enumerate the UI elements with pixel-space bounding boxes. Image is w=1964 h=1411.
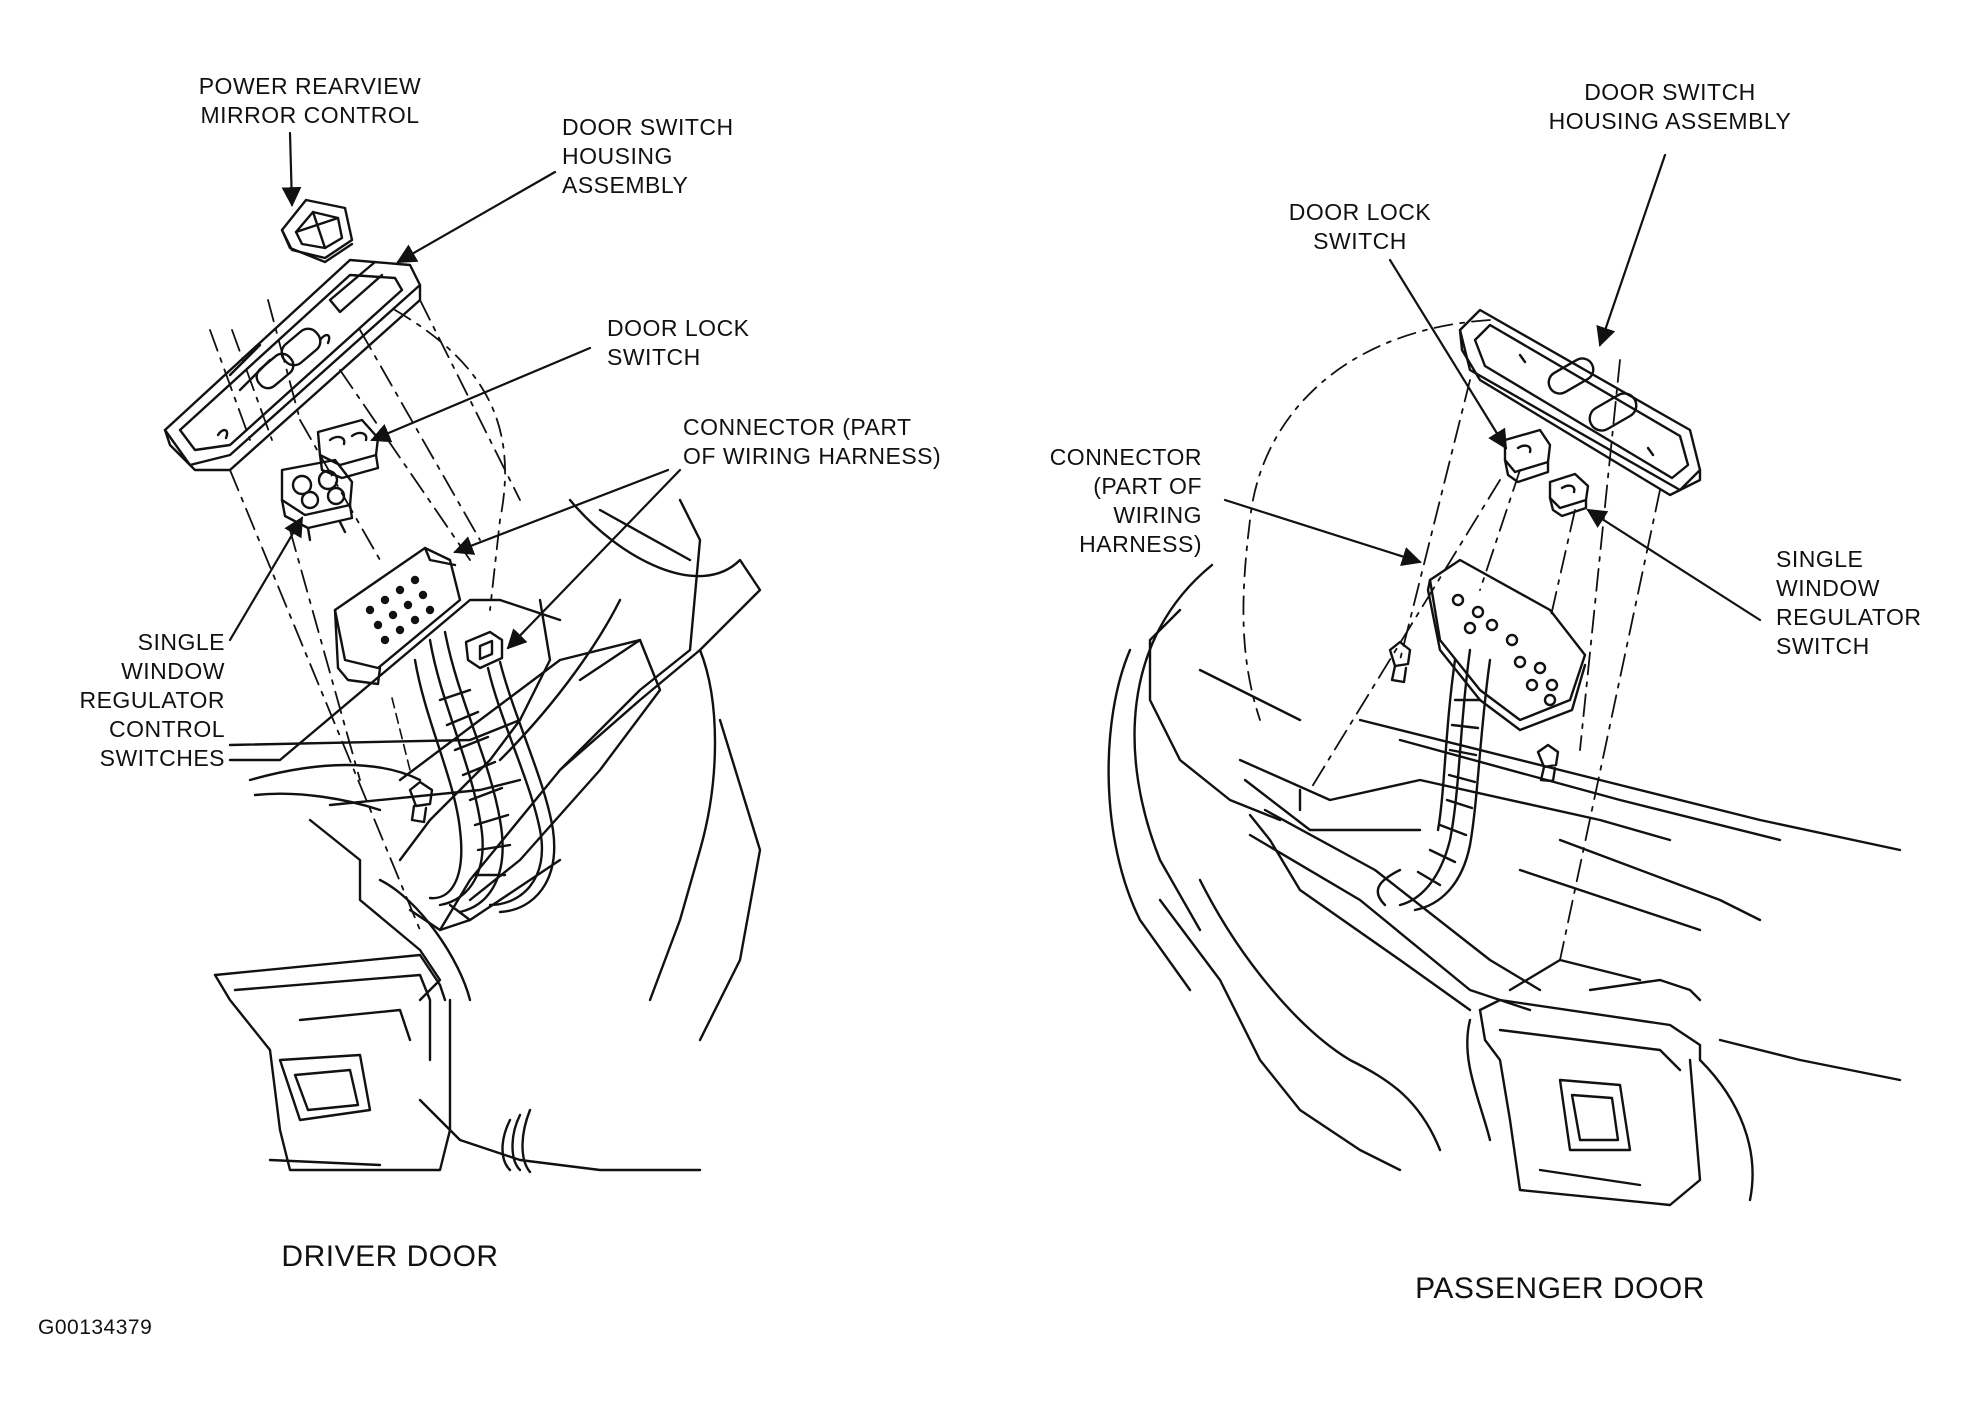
driver-screw <box>391 697 434 824</box>
driver-connector-plate <box>333 546 462 686</box>
passenger-door-panel <box>1107 563 1902 1207</box>
passenger-door-lock-switch <box>1503 428 1552 484</box>
label-line: DOOR LOCK <box>607 315 750 341</box>
passenger-leader-lines <box>1223 153 1762 622</box>
passenger-screws <box>1388 640 1560 783</box>
label-driver-connector: CONNECTOR (PART OF WIRING HARNESS) <box>683 413 983 471</box>
label-line: (PART OF <box>1093 473 1202 499</box>
label-line: CONNECTOR <box>1049 444 1202 470</box>
label-line: MIRROR CONTROL <box>200 102 420 128</box>
label-passenger-connector: CONNECTOR (PART OF WIRING HARNESS) <box>1000 443 1202 559</box>
label-passenger-door-lock-switch: DOOR LOCK SWITCH <box>1260 198 1460 256</box>
label-line: DOOR LOCK <box>1288 199 1432 225</box>
passenger-door-drawing <box>1107 153 1902 1207</box>
label-line: SWITCH <box>1313 228 1407 254</box>
label-line: ASSEMBLY <box>562 172 689 198</box>
driver-guide-arc <box>394 309 506 611</box>
passenger-connector-plate <box>1426 558 1587 732</box>
label-line: HOUSING ASSEMBLY <box>1548 108 1792 134</box>
driver-window-switches <box>280 458 354 542</box>
label-line: SINGLE <box>1776 546 1864 572</box>
label-line: DOOR SWITCH <box>562 114 734 140</box>
label-line: WINDOW <box>1776 575 1880 601</box>
passenger-assembly-guides <box>1309 359 1661 961</box>
driver-door-lock-switch <box>316 418 380 480</box>
label-driver-door-switch-housing: DOOR SWITCH HOUSING ASSEMBLY <box>562 113 802 200</box>
label-line: CONTROL <box>109 716 225 742</box>
caption-driver-door: DRIVER DOOR <box>281 1240 499 1273</box>
label-passenger-door-switch-housing: DOOR SWITCH HOUSING ASSEMBLY <box>1520 78 1820 136</box>
label-line: SINGLE <box>137 629 225 655</box>
label-driver-window-switches: SINGLE WINDOW REGULATOR CONTROL SWITCHES <box>20 628 225 773</box>
driver-leader-lines <box>228 131 682 650</box>
label-line: POWER REARVIEW <box>198 73 422 99</box>
driver-door-panel <box>213 498 762 1174</box>
label-line: SWITCH <box>1776 633 1870 659</box>
passenger-window-switch <box>1548 472 1590 518</box>
driver-small-connector <box>464 630 504 670</box>
label-line: CONNECTOR (PART <box>683 414 912 440</box>
label-driver-door-lock-switch: DOOR LOCK SWITCH <box>607 314 827 372</box>
driver-door-drawing <box>163 131 762 1174</box>
mirror-control-knob <box>280 198 354 264</box>
label-line: WINDOW <box>121 658 225 684</box>
driver-switch-housing <box>163 198 422 542</box>
passenger-wiring-harness <box>1376 648 1492 912</box>
caption-passenger-door: PASSENGER DOOR <box>1415 1272 1705 1305</box>
label-line: DOOR SWITCH <box>1584 79 1756 105</box>
label-line: REGULATOR <box>1776 604 1922 630</box>
label-line: SWITCHES <box>99 745 225 771</box>
passenger-switch-housing <box>1458 308 1702 497</box>
label-line: HOUSING <box>562 143 673 169</box>
label-line: WIRING <box>1113 502 1202 528</box>
label-power-mirror-control: POWER REARVIEW MIRROR CONTROL <box>160 72 460 130</box>
driver-assembly-guides <box>209 299 521 931</box>
label-passenger-window-switch: SINGLE WINDOW REGULATOR SWITCH <box>1776 545 1956 661</box>
passenger-guide-arc <box>1242 319 1491 721</box>
label-line: HARNESS) <box>1079 531 1202 557</box>
label-line: OF WIRING HARNESS) <box>683 443 942 469</box>
drawing-id: G00134379 <box>38 1316 153 1339</box>
label-line: REGULATOR <box>79 687 225 713</box>
driver-wiring-harness <box>413 630 556 914</box>
label-line: SWITCH <box>607 344 701 370</box>
